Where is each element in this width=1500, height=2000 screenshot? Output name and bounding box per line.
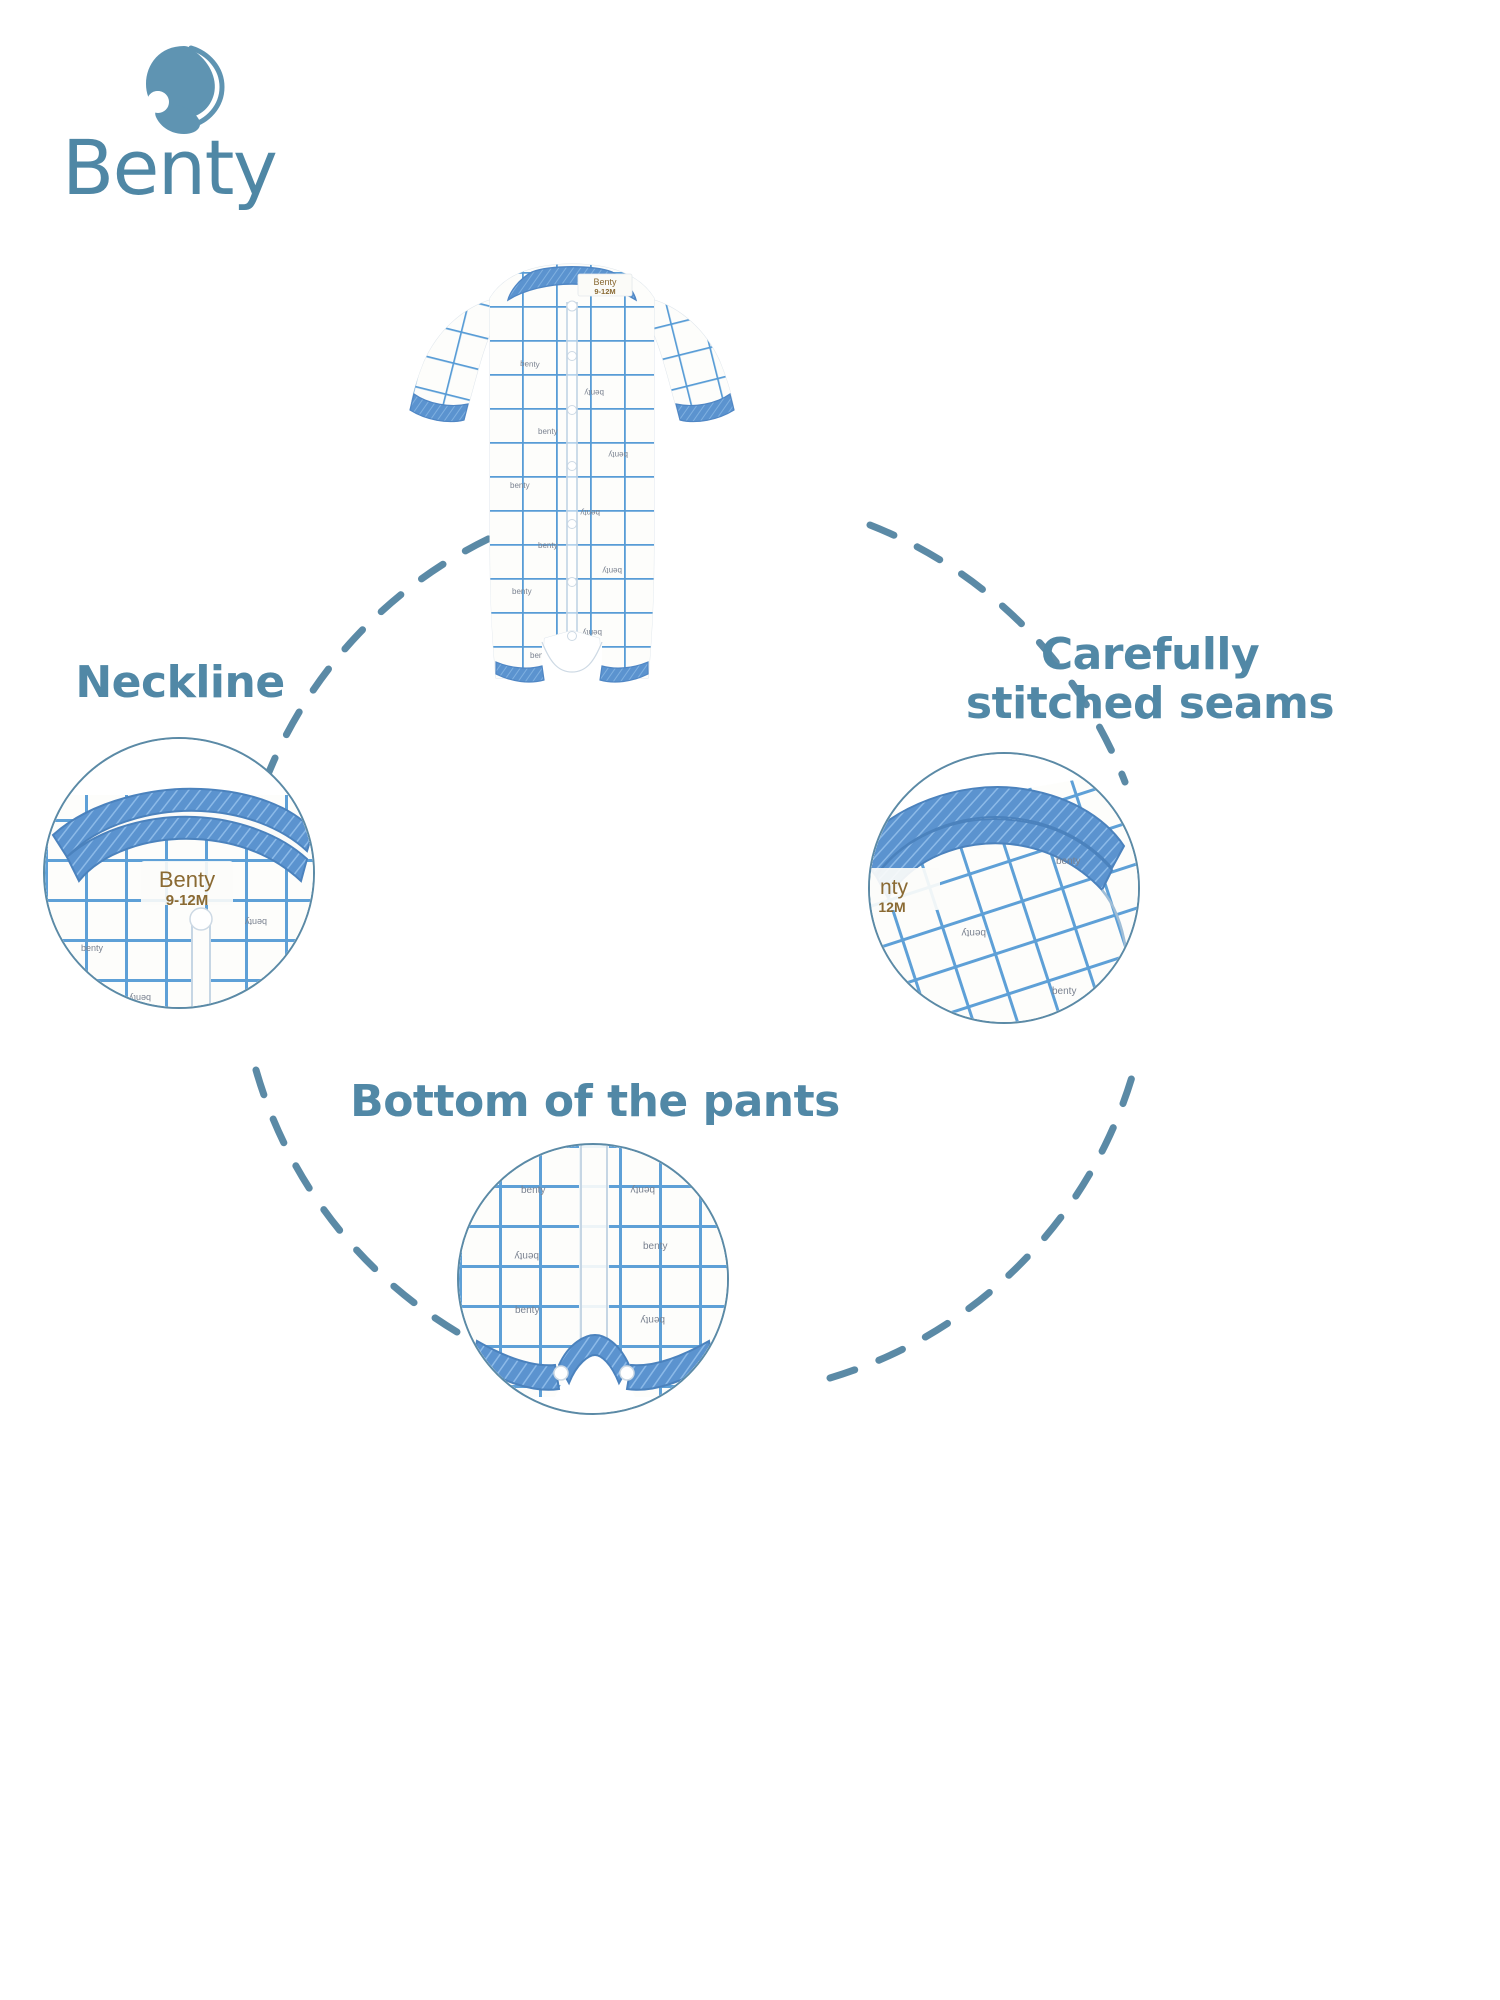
- detail-circle-stitched-seams: nty 12M benty benty benty: [868, 752, 1140, 1024]
- neck-tag-size: 9-12M: [594, 287, 615, 296]
- svg-text:benty: benty: [962, 927, 986, 938]
- svg-text:benty: benty: [582, 628, 602, 637]
- svg-text:benty: benty: [641, 1314, 665, 1325]
- svg-text:benty: benty: [510, 481, 530, 490]
- svg-text:benty: benty: [515, 1250, 539, 1261]
- detail-circle-neckline: Benty 9-12M benty benty benty benty: [43, 737, 315, 1009]
- seams-tag-size: 12M: [878, 899, 905, 915]
- svg-text:benty: benty: [269, 975, 292, 985]
- product-main-image: benty benty benty benty benty benty bent…: [352, 238, 792, 758]
- svg-text:benty: benty: [602, 566, 622, 575]
- neckline-tag-size: 9-12M: [166, 892, 209, 909]
- svg-text:benty: benty: [521, 1185, 545, 1196]
- seams-tag-brand: nty: [880, 876, 909, 899]
- svg-text:benty: benty: [538, 541, 558, 550]
- feature-label-seams: Carefully stitched seams: [965, 629, 1335, 730]
- feature-label-neckline: Neckline: [75, 657, 285, 708]
- neck-tag-brand: Benty: [593, 277, 617, 287]
- svg-text:benty: benty: [1052, 986, 1076, 997]
- svg-text:benty: benty: [584, 388, 604, 397]
- svg-text:benty: benty: [520, 359, 540, 369]
- svg-text:benty: benty: [608, 450, 628, 459]
- svg-text:benty: benty: [580, 508, 600, 517]
- svg-text:benty: benty: [1056, 856, 1080, 867]
- svg-text:benty: benty: [643, 1241, 667, 1252]
- brand-logo: Benty: [62, 44, 322, 214]
- svg-text:benty: benty: [81, 943, 104, 953]
- detail-circle-pants-bottom: benty benty benty benty benty benty: [457, 1143, 729, 1415]
- svg-text:benty: benty: [515, 1305, 539, 1316]
- svg-text:benty: benty: [128, 993, 151, 1003]
- svg-text:benty: benty: [530, 651, 550, 660]
- feature-label-pants: Bottom of the pants: [350, 1076, 840, 1127]
- svg-text:benty: benty: [244, 917, 267, 927]
- svg-text:benty: benty: [631, 1184, 655, 1195]
- product-body: benty benty benty benty benty benty bent…: [489, 263, 655, 683]
- brand-wordmark: Benty: [62, 123, 278, 212]
- svg-text:benty: benty: [512, 587, 532, 596]
- neckline-tag-brand: Benty: [159, 867, 215, 892]
- svg-text:benty: benty: [538, 427, 558, 436]
- mother-and-baby-mark-icon: [134, 44, 230, 136]
